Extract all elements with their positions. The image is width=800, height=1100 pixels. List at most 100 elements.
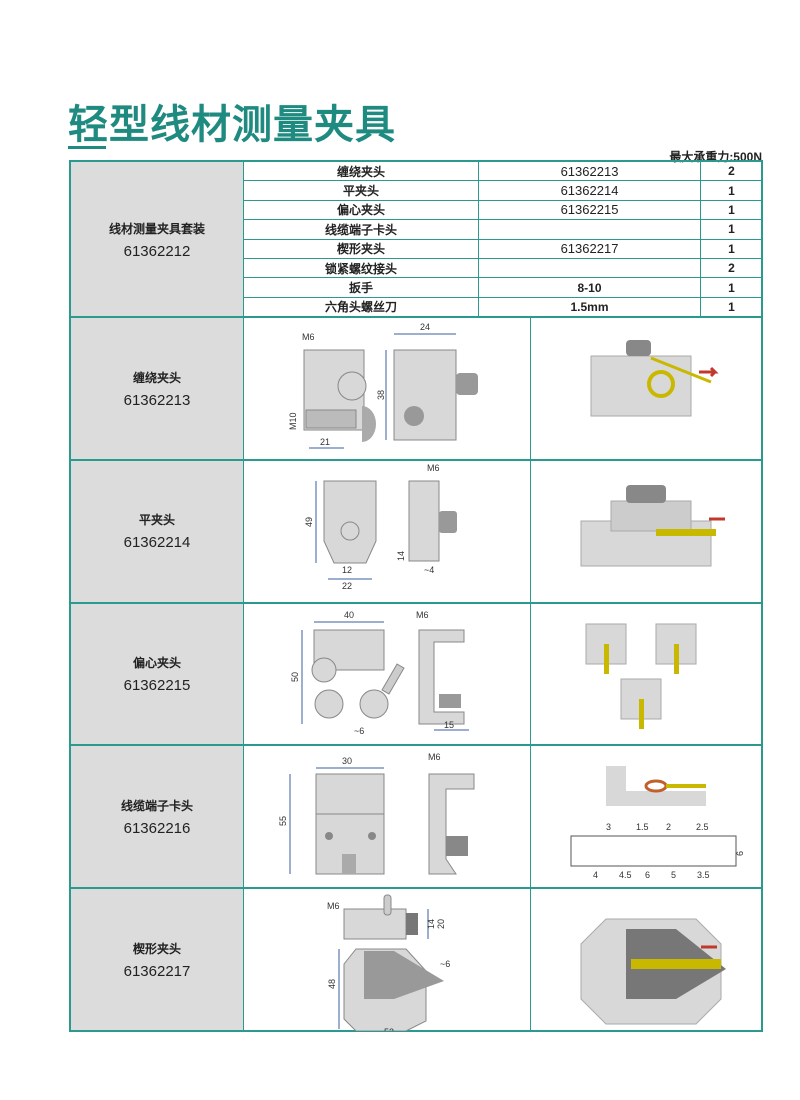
- technical-drawing: M6 49 12 22 14 ~4: [243, 460, 530, 602]
- slot-width-label: 5: [671, 870, 676, 880]
- slot-width-label: 3: [606, 822, 611, 832]
- product-label-cell: 楔形夹头 61362217: [71, 889, 243, 1031]
- dimension-label: 15: [444, 720, 454, 730]
- kit-item-name: 锁紧螺纹接头: [243, 259, 478, 278]
- slot-width-label: 6: [645, 870, 650, 880]
- title-underline: [68, 146, 106, 149]
- dimension-label: 55: [278, 816, 288, 826]
- product-label-cell: 线缆端子卡头 61362216: [71, 746, 243, 888]
- kit-item-name: 楔形夹头: [243, 239, 478, 258]
- dimension-label: M6: [428, 752, 441, 762]
- kit-item-row: 平夹头 61362214 1: [243, 181, 762, 201]
- product-label-cell: 平夹头 61362214: [71, 460, 243, 602]
- dimension-label: 48: [327, 979, 337, 989]
- dimension-label: 14: [396, 551, 406, 561]
- kit-item-qty: 1: [700, 181, 762, 200]
- dimension-label: 24: [420, 322, 430, 332]
- dimension-label: 21: [320, 437, 330, 447]
- product-label-cell: 缠绕夹头 61362213: [71, 318, 243, 459]
- row-divider: [71, 744, 762, 747]
- dimension-label: ~6: [354, 726, 364, 736]
- kit-item-name: 线缆端子卡头: [243, 220, 478, 239]
- kit-item-row: 扳手 8-10 1: [243, 278, 762, 298]
- drawing-svg: M6 49 12 22 14 ~4: [304, 463, 457, 591]
- kit-item-name: 六角头螺丝刀: [243, 297, 478, 317]
- kit-code: 61362212: [123, 242, 191, 260]
- product-code: 61362215: [123, 677, 191, 695]
- kit-item-name: 偏心夹头: [243, 200, 478, 220]
- dimension-label: M6: [427, 463, 440, 473]
- illustration-svg: [585, 623, 697, 729]
- drawing-svg: 30 M6 55: [278, 752, 475, 875]
- row-divider: [71, 316, 762, 318]
- kit-item-code: [478, 220, 700, 239]
- dimension-label: M6: [327, 901, 340, 911]
- dimension-label: 22: [342, 581, 352, 591]
- product-illustration: [530, 318, 762, 459]
- slot-width-label: 4.5: [619, 870, 632, 880]
- dimension-label: 38: [376, 390, 386, 400]
- product-illustration: [530, 889, 762, 1031]
- product-name: 楔形夹头: [132, 941, 181, 956]
- kit-item-code: 61362213: [478, 162, 700, 181]
- dimension-label: 49: [304, 517, 314, 527]
- row-divider: [71, 887, 762, 890]
- row-divider: [71, 601, 762, 604]
- dimension-label: 40: [344, 610, 354, 620]
- slot-width-label: 2.5: [696, 822, 709, 832]
- dimension-label: M6: [302, 332, 315, 342]
- kit-item-code: 1.5mm: [478, 297, 700, 317]
- illustration-svg: [580, 918, 726, 1025]
- kit-item-row: 六角头螺丝刀 1.5mm 1: [243, 297, 762, 318]
- kit-item-qty: 2: [700, 259, 762, 278]
- slot-width-label: 1.5: [636, 822, 649, 832]
- product-code: 61362214: [123, 534, 191, 552]
- kit-item-name: 缠绕夹头: [243, 162, 478, 181]
- product-name: 偏心夹头: [132, 656, 181, 671]
- kit-cell: 线材测量夹具套装 61362212: [71, 162, 243, 317]
- kit-item-row: 线缆端子卡头 1: [243, 220, 762, 240]
- row-divider: [71, 458, 762, 461]
- kit-item-code: [478, 259, 700, 278]
- kit-item-qty: 1: [700, 297, 762, 317]
- product-code: 61362217: [123, 962, 191, 980]
- dimension-label: ~6: [440, 959, 450, 969]
- kit-item-qty: 1: [700, 239, 762, 258]
- kit-item-row: 偏心夹头 61362215 1: [243, 200, 762, 221]
- kit-item-row: 锁紧螺纹接头 2: [243, 259, 762, 279]
- kit-item-row: 楔形夹头 61362217 1: [243, 239, 762, 259]
- slot-width-label: 4: [593, 870, 598, 880]
- slot-width-label: 2: [666, 822, 671, 832]
- product-name: 缠绕夹头: [132, 370, 181, 385]
- illustration-svg: [580, 484, 725, 567]
- kit-name: 线材测量夹具套装: [108, 221, 205, 236]
- dimension-label: 30: [342, 756, 352, 766]
- dimension-label: 12: [342, 565, 352, 575]
- dimension-label: 20: [436, 919, 446, 929]
- page-title: 轻型线材测量夹具: [68, 102, 396, 148]
- kit-item-code: 61362217: [478, 239, 700, 258]
- product-row: 平夹头 61362214 M6 49 12 22 14 ~4: [71, 460, 762, 603]
- product-name: 平夹头: [138, 513, 175, 528]
- product-code: 61362213: [123, 391, 191, 409]
- kit-item-code: 8-10: [478, 278, 700, 297]
- product-label-cell: 偏心夹头 61362215: [71, 603, 243, 745]
- product-code: 61362216: [123, 819, 191, 837]
- product-name: 线缆端子卡头: [120, 798, 193, 813]
- kit-item-qty: 1: [700, 278, 762, 297]
- dimension-label: ~4: [424, 565, 434, 575]
- dimension-label: M10: [288, 412, 298, 430]
- dimension-label: M6: [416, 610, 429, 620]
- kit-item-code: 61362215: [478, 200, 700, 220]
- kit-item-qty: 2: [700, 162, 762, 181]
